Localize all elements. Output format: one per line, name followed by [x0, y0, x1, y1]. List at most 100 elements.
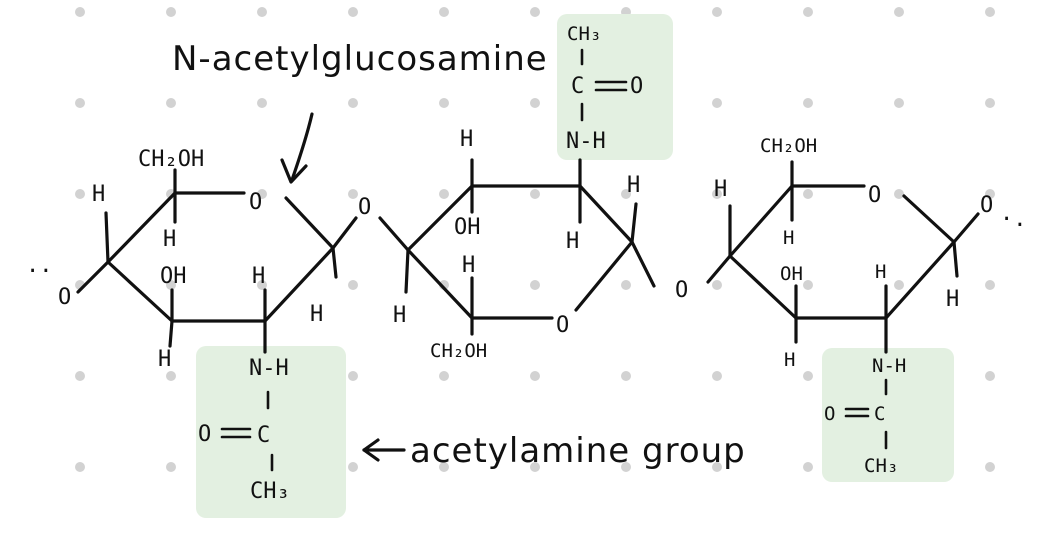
grid-dot [166, 280, 176, 290]
ring-2-glycosidic-bond [630, 240, 656, 288]
ring-2-bonds [406, 184, 634, 320]
grid-dot [985, 98, 995, 108]
ring-1-h-c4: H [163, 227, 176, 252]
acetylamine-right-ch3: CH₃ [864, 455, 898, 477]
grid-dot [712, 98, 722, 108]
grid-dot [530, 462, 540, 472]
ring-3-oh: OH [780, 263, 803, 285]
ring-1-h-bottom: H [158, 347, 171, 372]
ring-1-h-bond-c1 [331, 246, 338, 279]
grid-dot [985, 7, 995, 17]
acetylamine-top: CH₃ C O N-H [566, 23, 643, 154]
acetylamine-group-label: acetylamine group [410, 431, 746, 471]
ring-3-h-c5: H [714, 177, 727, 202]
ring-1-h-bond-c5 [104, 211, 110, 264]
left-chain-dots: ·· [26, 259, 53, 284]
grid-dot [530, 371, 540, 381]
ring-2-h-bond-left [404, 248, 410, 294]
grid-dot [712, 280, 722, 290]
ring-3-h-c4: H [783, 227, 794, 249]
grid-dot [257, 280, 267, 290]
grid-dot [348, 371, 358, 381]
ring-3-h-bond-c1 [952, 240, 959, 278]
acetylamine-right-o: O [824, 403, 835, 425]
grid-dot [712, 7, 722, 17]
grid-dot [348, 280, 358, 290]
grid-dot [439, 462, 449, 472]
ring-3-bonds [728, 184, 956, 320]
ring-2-ch2oh: CH₂OH [430, 340, 487, 362]
glycosidic-oxygen-1: O [358, 195, 371, 220]
grid-dot [439, 189, 449, 199]
left-chain-oxygen: O [58, 285, 71, 310]
right-chain-oxygen: O [980, 193, 993, 218]
ring-3-ch2oh: CH₂OH [760, 135, 817, 157]
acetylamine-top-c: C [571, 74, 584, 99]
ring-1: O CH₂OH H H OH H H H O ·· [26, 147, 358, 372]
grid-dot [894, 7, 904, 17]
ring-3-h-bottom: H [784, 349, 795, 371]
acetylamine-left-o: O [198, 422, 211, 447]
ring-2-h-right: H [627, 173, 640, 198]
grid-dot [985, 462, 995, 472]
bridge-1-bond [378, 216, 410, 252]
grid-dot [712, 371, 722, 381]
grid-dot [439, 7, 449, 17]
grid-dot [985, 280, 995, 290]
grid-dot [894, 280, 904, 290]
highlight-box-right [822, 348, 954, 482]
acetylamine-left-ch3: CH₃ [250, 479, 290, 504]
grid-dot [75, 371, 85, 381]
grid-dot [985, 371, 995, 381]
grid-dot [75, 98, 85, 108]
n-acetylglucosamine-label: N-acetylglucosamine [172, 39, 548, 79]
acetylamine-top-ch3: CH₃ [567, 23, 601, 45]
ring-1-bonds [106, 191, 335, 323]
grid-dot [894, 189, 904, 199]
grid-dot [75, 189, 85, 199]
ring-1-glycosidic-bond [331, 216, 358, 250]
grid-dot [166, 98, 176, 108]
bridge-2-bond [706, 254, 732, 284]
ring-1-h-bond-bottom [168, 319, 174, 348]
grid-dot [712, 189, 722, 199]
acetylamine-right: N-H O C CH₃ [824, 355, 906, 477]
grid-dot [712, 462, 722, 472]
ring-2-h-mid: H [462, 253, 475, 278]
grid-dot [75, 462, 85, 472]
acetylamine-left-nh: N-H [249, 356, 289, 381]
n-acetylglucosamine-arrowhead [280, 158, 308, 184]
grid-dot [257, 7, 267, 17]
ring-3-h-c2: H [875, 261, 886, 283]
grid-dot [985, 189, 995, 199]
grid-dot [439, 98, 449, 108]
ring-1-h-c5: H [92, 182, 105, 207]
acetylamine-left: N-H O C CH₃ [198, 356, 290, 504]
grid-dot [621, 462, 631, 472]
grid-dot [803, 189, 813, 199]
ring-3: O CH₂OH H H OH H H H O ·. [714, 135, 1027, 371]
grid-dot [803, 371, 813, 381]
grid-dot [621, 280, 631, 290]
grid-dot [803, 7, 813, 17]
glycosidic-oxygen-2: O [675, 278, 688, 303]
grid-dot [894, 98, 904, 108]
grid-dot [166, 7, 176, 17]
grid-dot [348, 462, 358, 472]
ring-3-glycosidic-bond [952, 212, 980, 244]
highlight-box-top [557, 14, 673, 160]
grid-dot [348, 98, 358, 108]
acetylamine-top-nh: N-H [566, 129, 606, 154]
ring-2-h-bond-right [630, 202, 638, 244]
ring-2-oxygen: O [556, 313, 569, 338]
highlight-box-left [196, 346, 346, 518]
ring-2-h-top: H [460, 127, 473, 152]
grid-dot [75, 7, 85, 17]
grid-dot [803, 280, 813, 290]
ring-3-h-c1: H [946, 287, 959, 312]
grid-dot [348, 189, 358, 199]
grid-dot [621, 371, 631, 381]
grid-dot [166, 462, 176, 472]
grid-dot [257, 98, 267, 108]
